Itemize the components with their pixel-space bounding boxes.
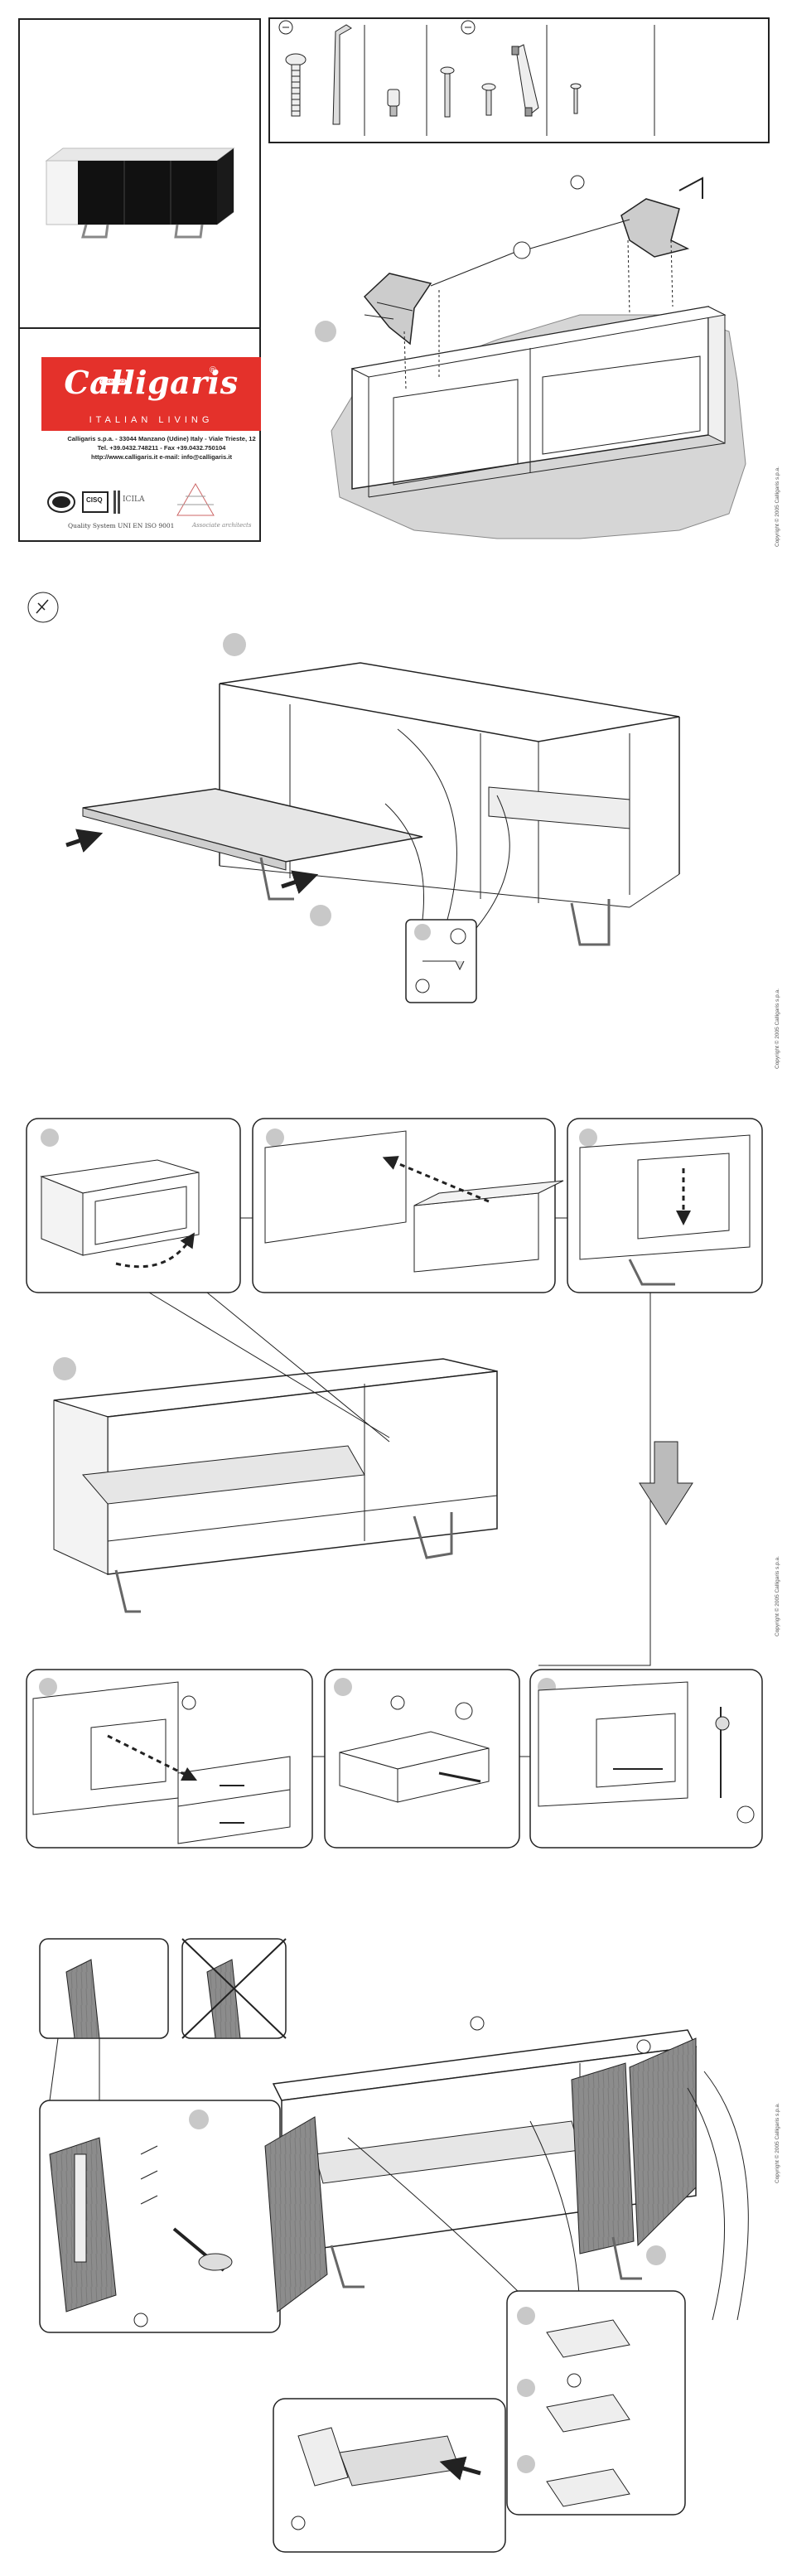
logo-wordmark: Calligaris [64, 364, 239, 401]
product-photo [20, 147, 260, 329]
logo-registered-mark: ® [209, 365, 216, 375]
address-line-2: Tel. +39.0432.748211 - Fax +39.0432.7501… [97, 444, 226, 452]
screw-icon [481, 83, 496, 116]
address-line-3: http://www.calligaris.it e-mail: info@ca… [91, 453, 232, 461]
copyright-sheet3: Copyright © 2005 Calligaris s.p.a. [775, 1556, 780, 1636]
quality-system-text: Quality System UNI EN ISO 9001 [68, 522, 175, 529]
copyright-sheet1: Copyright © 2005 Calligaris s.p.a. [775, 466, 780, 547]
icila-badge: ICILA [123, 495, 145, 504]
screw-icon [285, 53, 307, 117]
calligaris-logo: since 1923 Calligaris ® ITALIAN LIVING [41, 357, 261, 431]
cisq-badge: CISQ [86, 496, 103, 504]
step-doors-hinges [39, 1938, 749, 2553]
allen-key-icon [332, 24, 352, 125]
logo-tagline: ITALIAN LIVING [89, 415, 214, 425]
address-line-1: Calligaris s.p.a. - 33044 Manzano (Udine… [67, 435, 256, 442]
step-drawer-install [26, 1118, 763, 1849]
screw-icon [440, 66, 455, 118]
dowel-icon [387, 89, 400, 117]
wrench-badge-icon [461, 20, 476, 35]
product-brand-panel: since 1923 Calligaris ® ITALIAN LIVING C… [18, 18, 261, 542]
step-legs-assembly [315, 175, 746, 539]
copyright-sheet4: Copyright © 2005 Calligaris s.p.a. [775, 2103, 780, 2183]
copyright-sheet2: Copyright © 2005 Calligaris s.p.a. [775, 988, 780, 1069]
company-address: Calligaris s.p.a. - 33044 Manzano (Udine… [50, 434, 273, 462]
step-glass-shelf [27, 592, 680, 1003]
logo-since-badge: since 1923 [99, 379, 128, 385]
parts-list-box [268, 17, 770, 143]
handle-icon [511, 44, 539, 117]
screw-icon [570, 83, 582, 114]
associate-text: Associate architects [192, 522, 252, 529]
certification-logos [47, 483, 215, 516]
wrench-badge-icon [278, 20, 293, 35]
